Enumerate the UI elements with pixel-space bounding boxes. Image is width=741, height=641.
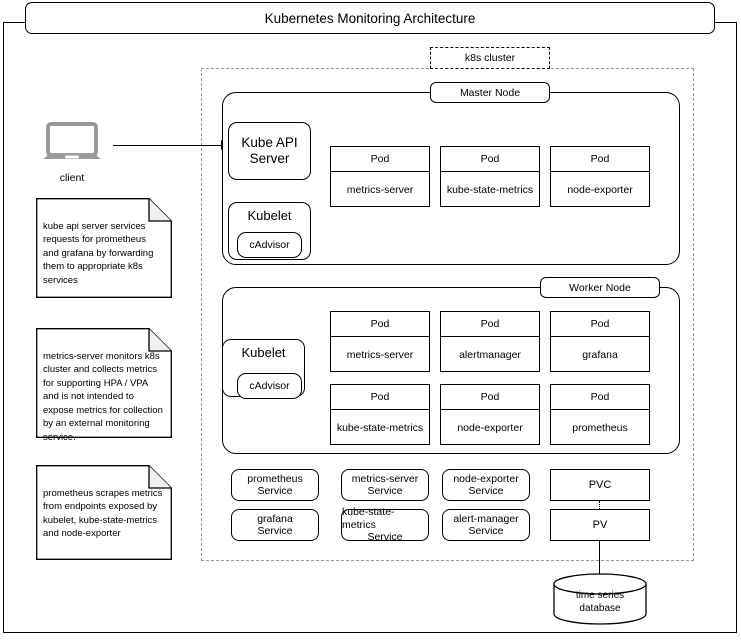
pvc-pv-connector xyxy=(599,501,600,509)
service-line-1: grafana xyxy=(257,512,293,525)
pod-header: Pod xyxy=(441,147,539,172)
database-label-line-2: database xyxy=(579,602,621,614)
master-cadvisor-box: cAdvisor xyxy=(237,232,302,258)
pod-body: metrics-server xyxy=(346,184,414,196)
page-title: Kubernetes Monitoring Architecture xyxy=(25,2,715,34)
note-api-server: kube api server services requests for pr… xyxy=(36,198,172,298)
client-label: client xyxy=(32,172,112,184)
service-alert-manager: alert-manager Service xyxy=(442,509,530,541)
service-line-2: Service xyxy=(367,531,403,544)
pod-header: Pod xyxy=(441,312,539,337)
page-title-label: Kubernetes Monitoring Architecture xyxy=(264,10,476,26)
pv-box: PV xyxy=(550,509,650,541)
master-node-label-text: Master Node xyxy=(459,86,521,99)
pod-header: Pod xyxy=(551,312,649,337)
master-kubelet-label: Kubelet xyxy=(247,208,292,223)
service-line-1: metrics-server xyxy=(351,472,419,485)
pod-body: prometheus xyxy=(572,422,628,434)
database-label: time series database xyxy=(553,590,647,615)
service-line-1: alert-manager xyxy=(453,512,519,525)
pod-header: Pod xyxy=(331,147,429,172)
master-pod-metrics-server: Pod metrics-server xyxy=(330,146,430,207)
service-node-exporter: node-exporter Service xyxy=(442,469,530,501)
master-node-label: Master Node xyxy=(430,82,550,103)
pod-header: Pod xyxy=(331,312,429,337)
master-cadvisor-label: cAdvisor xyxy=(249,238,290,251)
pod-body: node-exporter xyxy=(457,422,523,434)
note-prometheus: prometheus scrapes metrics from endpoint… xyxy=(36,465,172,560)
service-line-2: Service xyxy=(468,485,504,497)
service-kube-state-metrics: kube-state-metrics Service xyxy=(341,506,429,544)
kube-api-server-box: Kube API Server xyxy=(228,122,311,180)
worker-pod-alertmanager: Pod alertmanager xyxy=(440,311,540,372)
service-prometheus: prometheus Service xyxy=(231,469,319,501)
pvc-label: PVC xyxy=(588,479,612,491)
client-label-text: client xyxy=(59,172,85,184)
note-metrics-server: metrics-server monitors k8s cluster and … xyxy=(36,328,172,443)
service-line-2: Service xyxy=(367,485,403,497)
worker-pod-node-exporter: Pod node-exporter xyxy=(440,384,540,445)
service-line-2: Service xyxy=(257,485,293,497)
master-pod-kube-state-metrics: Pod kube-state-metrics xyxy=(440,146,540,207)
kube-api-server-label: Kube API Server xyxy=(241,135,298,166)
k8s-cluster-label-text: k8s cluster xyxy=(464,52,516,64)
pv-label: PV xyxy=(592,519,608,531)
master-pod-node-exporter: Pod node-exporter xyxy=(550,146,650,207)
worker-pod-prometheus: Pod prometheus xyxy=(550,384,650,445)
service-line-1: node-exporter xyxy=(453,472,519,485)
pod-header: Pod xyxy=(331,385,429,410)
worker-pod-metrics-server: Pod metrics-server xyxy=(330,311,430,372)
pod-header: Pod xyxy=(551,385,649,410)
database-cylinder-icon xyxy=(553,573,647,625)
service-line-2: Service xyxy=(468,525,504,537)
pod-body: metrics-server xyxy=(346,349,414,361)
note-metrics-server-text: metrics-server monitors k8s cluster and … xyxy=(43,351,163,443)
pod-header: Pod xyxy=(441,385,539,410)
pv-to-database-arrow-line xyxy=(599,541,600,582)
pod-body: kube-state-metrics xyxy=(446,184,534,196)
k8s-cluster-label: k8s cluster xyxy=(430,47,550,69)
pod-header: Pod xyxy=(551,147,649,172)
pod-body: kube-state-metrics xyxy=(336,422,424,434)
pod-body: grafana xyxy=(582,349,618,361)
worker-node-label-text: Worker Node xyxy=(569,281,631,294)
service-line-2: Service xyxy=(257,525,293,537)
service-grafana: grafana Service xyxy=(231,509,319,541)
worker-pod-kube-state-metrics: Pod kube-state-metrics xyxy=(330,384,430,445)
database-label-line-1: time series xyxy=(575,590,625,601)
worker-kubelet-label: Kubelet xyxy=(241,345,286,360)
pod-body: node-exporter xyxy=(567,184,633,196)
laptop-icon xyxy=(42,122,102,166)
worker-cadvisor-label: cAdvisor xyxy=(249,379,290,392)
service-metrics-server: metrics-server Service xyxy=(341,469,429,501)
worker-pod-grafana: Pod grafana xyxy=(550,311,650,372)
worker-cadvisor-box: cAdvisor xyxy=(237,373,302,399)
note-prometheus-text: prometheus scrapes metrics from endpoint… xyxy=(43,488,163,540)
client-to-api-arrow-line xyxy=(113,145,222,146)
pod-body: alertmanager xyxy=(459,349,521,361)
service-line-1: kube-state-metrics xyxy=(342,506,395,531)
service-line-1: prometheus xyxy=(247,472,303,485)
worker-node-label: Worker Node xyxy=(540,277,660,298)
pvc-box: PVC xyxy=(550,469,650,501)
note-api-server-text: kube api server services requests for pr… xyxy=(43,221,154,286)
